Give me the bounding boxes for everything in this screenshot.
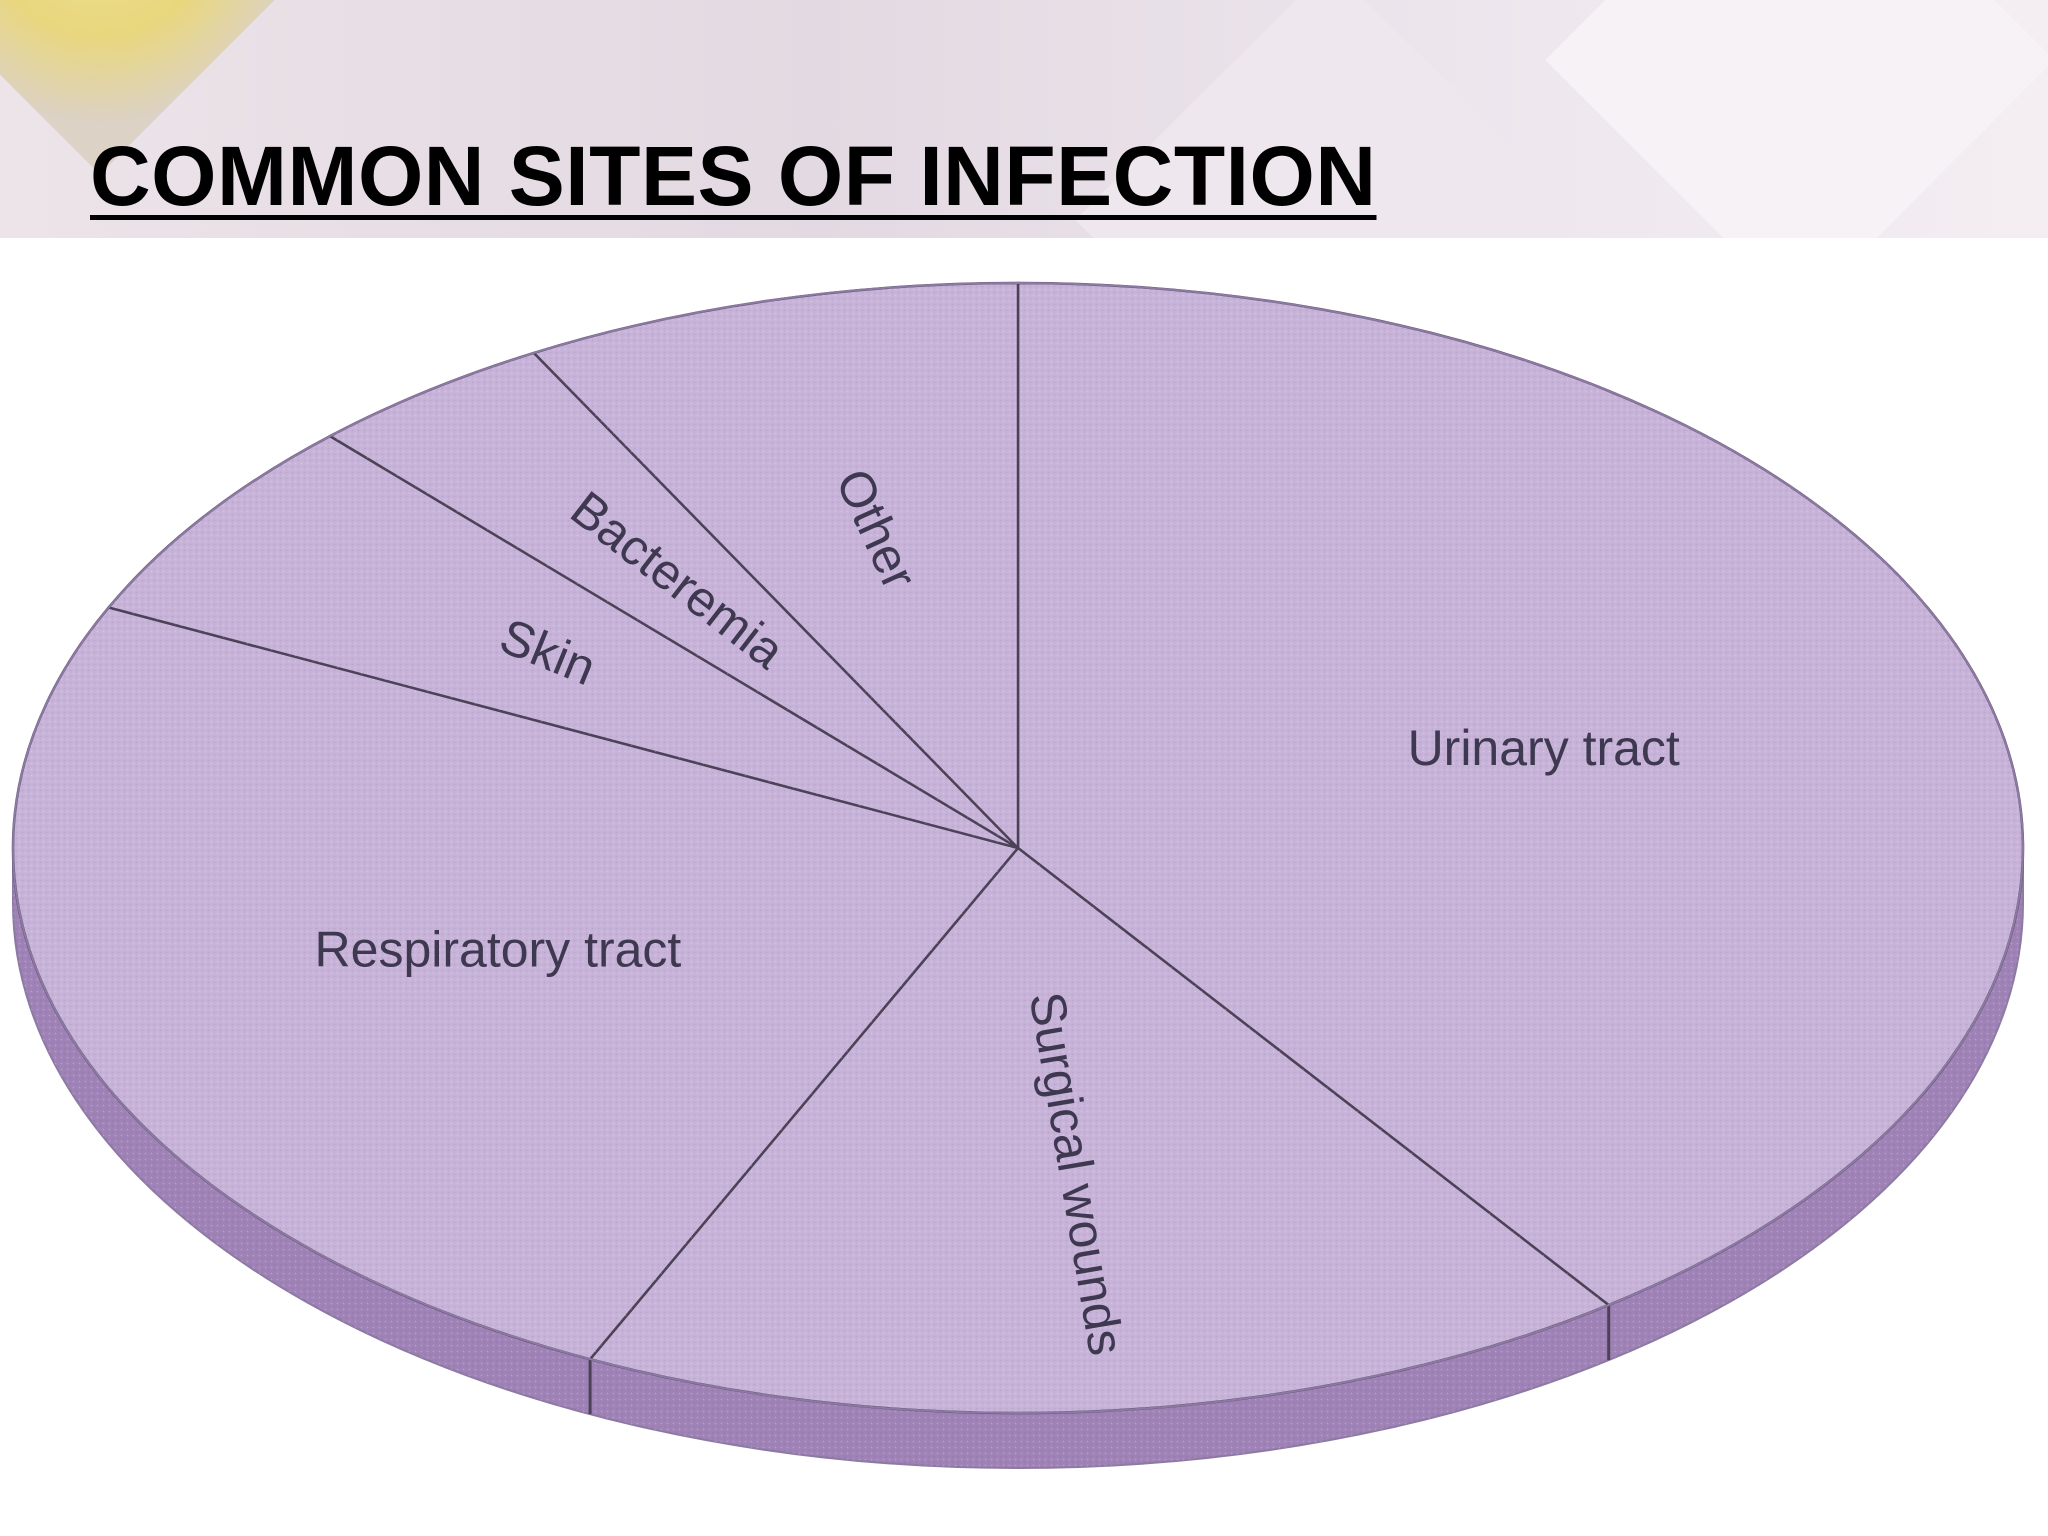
pie-slices	[11, 281, 2025, 1415]
pie-outline	[12, 282, 2024, 1414]
slice-texture	[12, 607, 1019, 1360]
header-band: COMMON SITES OF INFECTION	[0, 0, 2048, 238]
slice-texture	[533, 283, 1018, 848]
slice-texture	[1018, 283, 2023, 1306]
label-respiratory-tract: Respiratory tract	[315, 921, 682, 977]
slide-title: COMMON SITES OF INFECTION	[90, 129, 1377, 223]
slice-texture	[108, 436, 1019, 848]
slice-texture	[330, 352, 1018, 848]
slice-texture	[590, 848, 1609, 1413]
header-decoration	[1545, 0, 2048, 238]
label-urinary-tract: Urinary tract	[1408, 720, 1680, 776]
